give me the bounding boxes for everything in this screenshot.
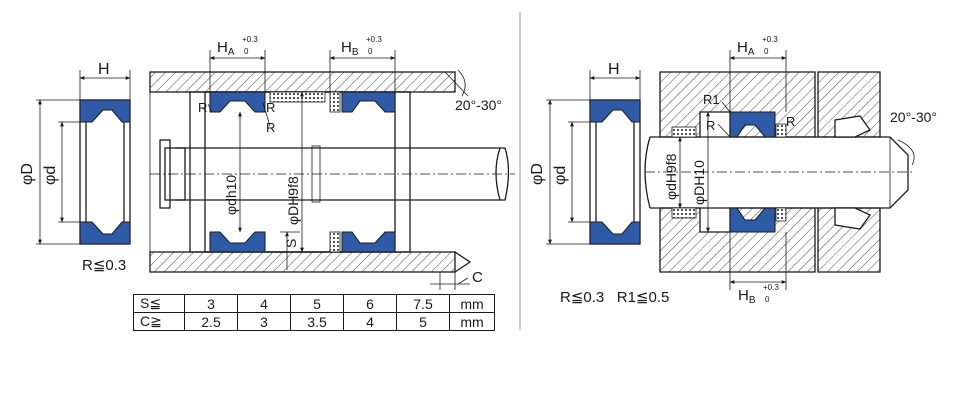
seal-groove-bottom-a: [209, 231, 266, 253]
seal-groove-top-b: [341, 91, 396, 113]
left-radius-note: R≦0.3: [82, 257, 126, 274]
table-unit: mm: [449, 294, 495, 313]
table-cell: 3.5: [290, 312, 344, 331]
left-S-label: S: [283, 239, 299, 248]
right-HA-tol-up: +0.3: [762, 35, 778, 44]
left-H-label: H: [98, 61, 110, 78]
left-dh10-label: φdh10: [223, 175, 239, 215]
table-row-label: S≦: [133, 294, 185, 313]
table-cell: 3: [237, 312, 291, 331]
left-HB-label: HB: [341, 39, 359, 58]
table-cell: 2.5: [184, 312, 238, 331]
seal-profile-bottom: [79, 221, 131, 245]
left-phid-label: φd: [42, 166, 59, 185]
right-HB-label: HB: [738, 287, 756, 306]
left-DH9f8-label: φDH9f8: [285, 176, 301, 225]
left-HA-label: HA: [217, 39, 235, 58]
right-DH10-label: φDH10: [691, 160, 707, 205]
right-HA-tol-low: 0: [764, 47, 769, 56]
left-angle-label: 20°-30°: [455, 97, 502, 113]
table-cell: 4: [237, 294, 291, 313]
left-HA-tol-low: 0: [244, 47, 249, 56]
table-row-s: S≦ 3 4 5 6 7.5 mm: [133, 294, 495, 313]
left-HB-tol-up: +0.3: [366, 35, 382, 44]
s-c-table: S≦ 3 4 5 6 7.5 mm C≧ 2.5 3 3.5 4 5 mm: [133, 294, 495, 331]
right-HA-label: HA: [737, 39, 755, 58]
seal-groove-bottom-b: [341, 231, 396, 253]
table-cell: 4: [343, 312, 397, 331]
seal-profile-top: [79, 99, 131, 123]
seal-groove-top-a: [209, 91, 266, 113]
right-R-label-2: R: [786, 114, 795, 129]
left-HA-tol-up: +0.3: [242, 35, 258, 44]
left-installation: [149, 50, 515, 290]
right-HB-tol-low: 0: [765, 295, 770, 304]
right-R1-label: R1: [703, 92, 720, 107]
left-HB-tol-low: 0: [368, 47, 373, 56]
right-phiD-label: φD: [529, 163, 546, 185]
right-dH9f8-label: φdH9f8: [663, 153, 679, 200]
right-R-label-1: R: [706, 118, 715, 133]
right-angle-label: 20°-30°: [890, 109, 937, 125]
table-row-label: C≧: [133, 312, 185, 331]
right-phid-label: φd: [552, 166, 569, 185]
right-seal-section: [546, 70, 641, 245]
table-cell: 5: [290, 294, 344, 313]
table-unit: mm: [449, 312, 495, 331]
left-R-label-3: R: [266, 120, 275, 135]
table-row-c: C≧ 2.5 3 3.5 4 5 mm: [133, 312, 495, 331]
table-cell: 5: [396, 312, 450, 331]
table-cell: 6: [343, 294, 397, 313]
table-cell: 7.5: [396, 294, 450, 313]
left-R-label-2: R: [266, 100, 275, 115]
right-installation: [644, 50, 915, 290]
left-C-label: C: [472, 269, 483, 286]
right-H-label: H: [608, 61, 620, 78]
table-cell: 3: [184, 294, 238, 313]
left-R-label-1: R: [198, 100, 207, 115]
left-phiD-label: φD: [19, 163, 36, 185]
left-seal-section: [36, 70, 131, 245]
right-HB-tol-up: +0.3: [763, 283, 779, 292]
right-radius-note: R≦0.3 R1≦0.5: [560, 289, 669, 306]
